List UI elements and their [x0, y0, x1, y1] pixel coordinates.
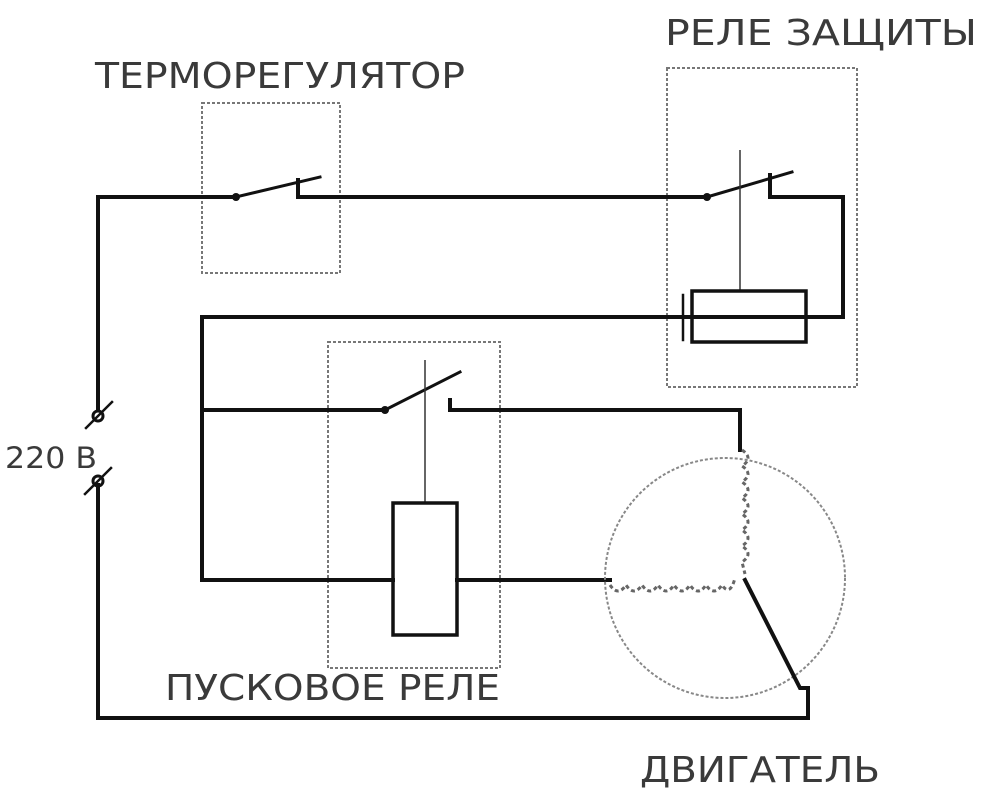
motor-label: ДВИГАТЕЛЬ: [640, 750, 880, 791]
thermostat-switch: [232, 175, 322, 201]
thermostat-label: ТЕРМОРЕГУЛЯТОР: [94, 56, 465, 97]
thermostat-box: [201, 102, 341, 274]
start-relay-switch: [200, 360, 742, 503]
protection-heater: [200, 289, 845, 582]
voltage-label: 220 В: [5, 441, 97, 475]
protection-relay-label: РЕЛЕ ЗАЩИТЫ: [665, 13, 977, 54]
protection-relay-switch: [703, 150, 794, 291]
start-relay-coil: [200, 501, 612, 637]
top-wire: [96, 173, 845, 412]
motor: [96, 448, 846, 720]
protection-relay-box: [666, 67, 858, 388]
supply-terminals: [83, 400, 114, 496]
start-relay-box: [327, 341, 501, 669]
start-relay-label: ПУСКОВОЕ РЕЛЕ: [165, 668, 500, 709]
